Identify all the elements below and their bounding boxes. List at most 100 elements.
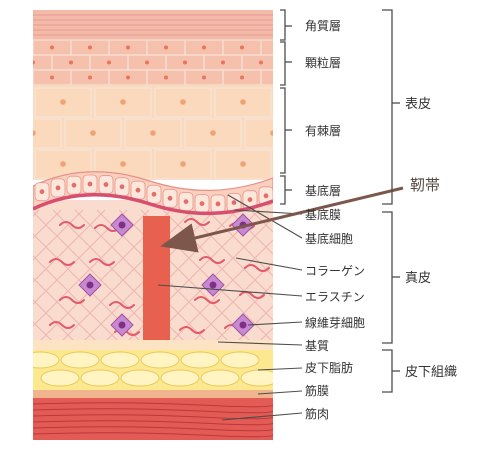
label-stratum-basale: 基底層 xyxy=(305,183,341,198)
muscle-fiber xyxy=(33,426,273,432)
spinosum-nucleus xyxy=(120,161,126,167)
fat-cell xyxy=(80,369,120,387)
basal-nucleus xyxy=(231,200,237,205)
collagen-fiber xyxy=(33,209,62,239)
fat-cell xyxy=(100,351,140,369)
elastin-fiber xyxy=(109,301,135,309)
label-ligament: 靭帯 xyxy=(410,176,440,194)
label-ground-substance: 基質 xyxy=(305,338,329,353)
label-fibroblast: 線維芽細胞 xyxy=(305,315,365,330)
elastin-fiber xyxy=(184,218,210,226)
label-basal-cell: 基底細胞 xyxy=(305,231,353,246)
collagen-fiber xyxy=(184,261,273,351)
skin-block xyxy=(0,10,282,440)
spinosum-cell xyxy=(154,87,212,118)
group-labels: 表皮 真皮 皮下組織 xyxy=(405,97,457,380)
basal-nucleus xyxy=(39,189,45,195)
fat-cell xyxy=(60,351,100,369)
granulosum-nucleus xyxy=(107,60,111,65)
spinosum-bracket xyxy=(280,87,286,174)
basal-nucleus xyxy=(199,201,205,206)
label-collagen: コラーゲン xyxy=(305,264,365,278)
spinosum-nucleus xyxy=(120,99,126,105)
fascia-layer xyxy=(33,390,273,398)
fat-cell xyxy=(240,369,273,387)
basal-nucleus xyxy=(55,185,61,191)
granulosum-nucleus xyxy=(202,45,206,50)
spinosum-cell xyxy=(214,87,272,118)
spinosum-nucleus xyxy=(210,130,216,136)
muscle-fiber xyxy=(33,408,273,414)
elastin-fibers xyxy=(49,218,270,336)
basement-membrane-line xyxy=(33,193,273,216)
label-basement-membrane: 基底膜 xyxy=(305,207,341,222)
granulosum-nucleus xyxy=(69,60,73,65)
granulosum-nucleus xyxy=(240,45,244,50)
granulosum-nucleus xyxy=(50,45,54,50)
fat-cell xyxy=(200,369,240,387)
granulosum-nucleus xyxy=(202,75,206,80)
basale-bracket xyxy=(280,175,286,205)
spinosum-nucleus xyxy=(90,130,96,136)
granulosum-nucleus xyxy=(126,45,130,50)
collagen-fiber xyxy=(33,299,84,351)
spinosum-nucleus xyxy=(60,161,66,167)
elastin-fiber xyxy=(59,221,85,229)
granulosum-nucleus xyxy=(88,75,92,80)
spinosum-nucleus xyxy=(180,99,186,105)
fat-cells xyxy=(33,351,273,387)
spinosum-cell xyxy=(214,149,272,180)
granulosum-nucleus xyxy=(240,75,244,80)
fat-cell xyxy=(160,369,200,387)
basal-nucleus xyxy=(135,187,141,193)
granulosum-nucleus xyxy=(126,75,130,80)
fat-cell xyxy=(33,351,60,369)
spinosum-nucleus xyxy=(150,130,156,136)
elastin-fiber xyxy=(194,296,220,304)
label-muscle: 筋肉 xyxy=(305,406,329,421)
fibroblast-nucleus xyxy=(118,321,126,329)
subcutaneous-fat-leader xyxy=(257,367,303,371)
elastin-fiber xyxy=(239,291,265,299)
granulosum-nucleus xyxy=(278,76,282,80)
elastin-leader xyxy=(157,284,303,297)
ligament-arrow xyxy=(160,186,404,253)
granulosum-nucleus xyxy=(164,75,168,80)
spinosum-cell xyxy=(184,118,242,149)
basal-nucleus xyxy=(247,197,253,203)
layer-brackets xyxy=(280,9,292,205)
muscle-fiber xyxy=(33,402,273,408)
fat-cell xyxy=(180,351,220,369)
elastin-fiber xyxy=(49,321,75,329)
granulosum-nucleus xyxy=(33,60,35,65)
elastin-fiber xyxy=(199,256,225,264)
spinosum-nucleus xyxy=(240,161,246,167)
basal-nucleus xyxy=(183,199,189,205)
epidermis-bracket xyxy=(382,9,393,205)
collagen-fiber xyxy=(228,209,273,255)
label-elastin: エラスチン xyxy=(305,290,365,304)
spinosum-cell xyxy=(244,118,273,149)
label-fascia: 筋膜 xyxy=(305,383,329,398)
collagen-fiber xyxy=(33,209,84,261)
spinosum-cell xyxy=(94,87,152,118)
label-subcutis: 皮下組織 xyxy=(405,365,457,380)
collagen-fiber xyxy=(118,209,260,351)
spinosum-cell xyxy=(33,118,62,149)
muscle-fiber xyxy=(33,414,273,420)
fascia-leader xyxy=(257,390,303,395)
leader-lines xyxy=(157,194,303,421)
group-brackets xyxy=(382,9,400,393)
spinosum-nucleus xyxy=(180,161,186,167)
stratum-corneum-lines xyxy=(33,14,273,36)
granulosum-nucleus xyxy=(145,60,149,65)
fat-cell xyxy=(220,351,260,369)
granulosum-nucleus xyxy=(259,60,263,65)
spinosum-cell xyxy=(34,87,92,118)
collagen-fiber xyxy=(0,210,17,350)
granulosum-nucleus xyxy=(50,75,54,80)
collagen-fiber xyxy=(33,209,128,305)
granulosum-nucleus xyxy=(183,60,187,65)
elastin-fiber xyxy=(49,258,75,266)
elastin-fiber xyxy=(94,224,120,232)
